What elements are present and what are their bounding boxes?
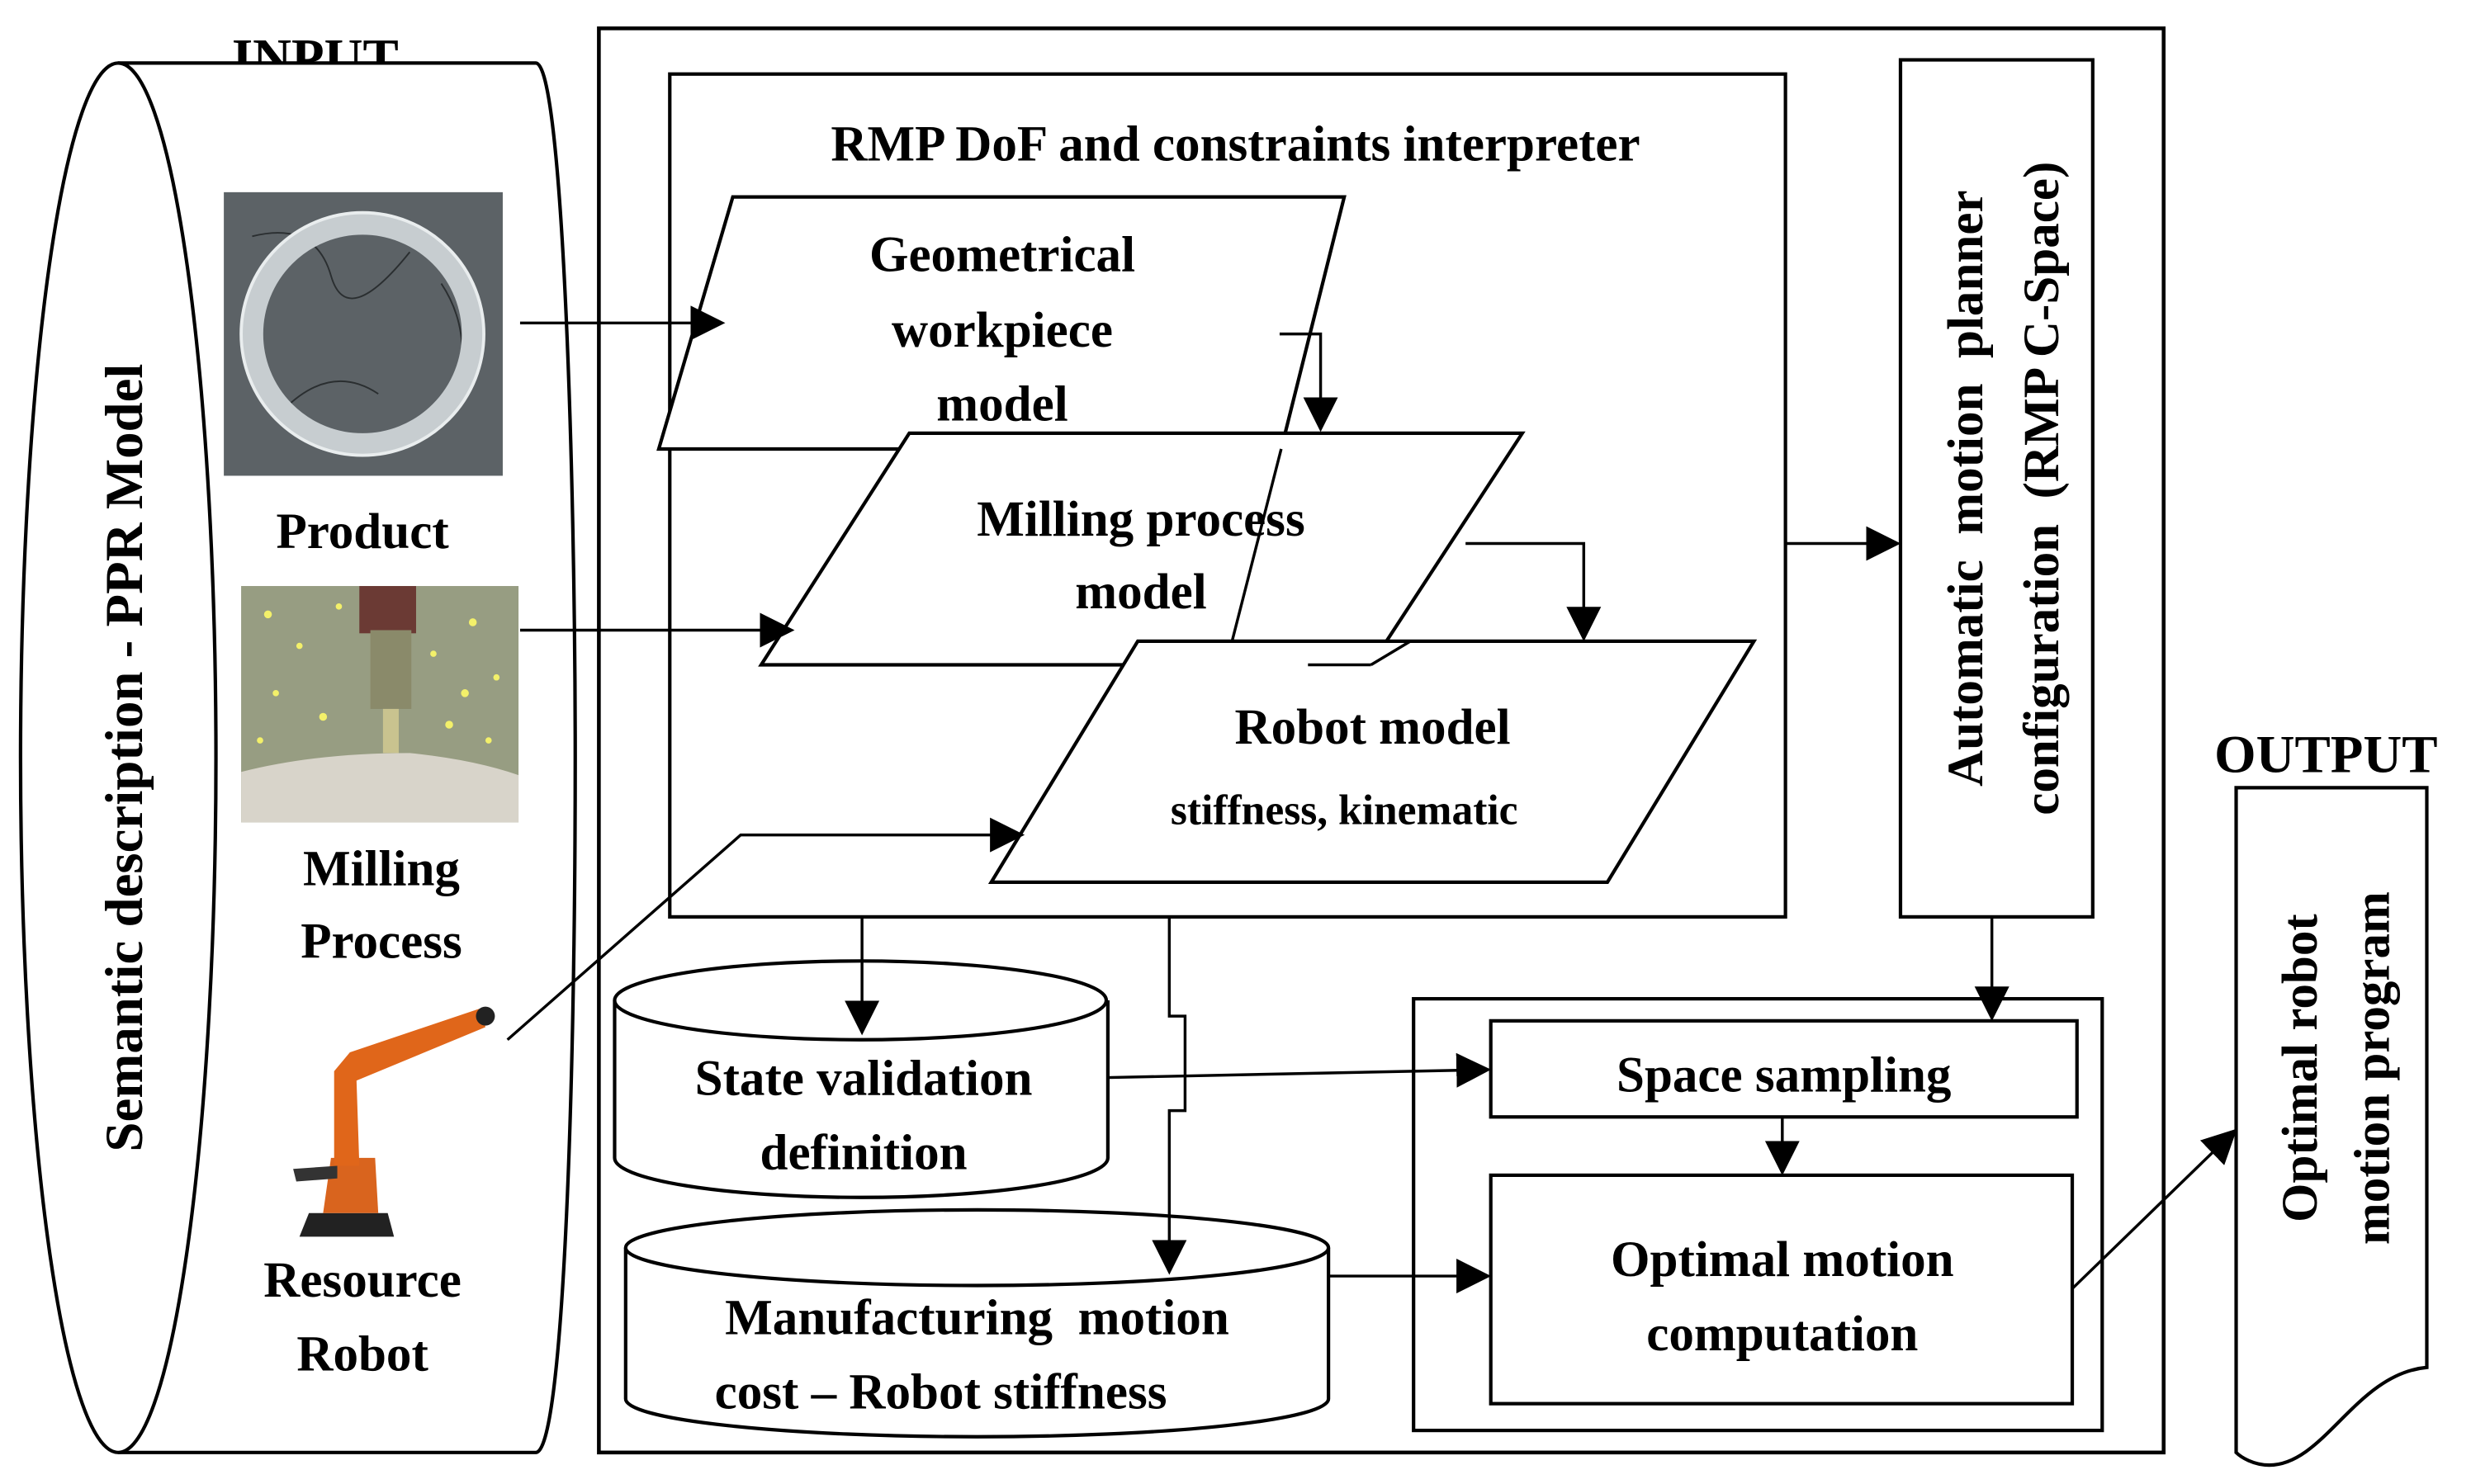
motion-planner-box[interactable] [1898, 58, 2095, 919]
product-image [224, 191, 503, 476]
robot-model-line1: Robot model [1234, 700, 1510, 755]
arrow-interpreter-to-motion-cost [1152, 916, 1187, 1275]
arrow-robot-to-robotmodel [506, 817, 1025, 1042]
space-sampling-label: Space sampling [1617, 1048, 1951, 1104]
state-validation-line1: State validation [695, 1052, 1033, 1107]
arrow-optimal-to-output [2071, 1128, 2237, 1290]
robot-model[interactable] [987, 639, 1758, 884]
robot-image [283, 968, 504, 1258]
output-document[interactable] [2234, 786, 2429, 1467]
optimal-motion-line1: Optimal motion [1611, 1232, 1954, 1288]
optimal-motion-line2: computation [1646, 1307, 1918, 1362]
output-heading: OUTPUT [2214, 725, 2437, 784]
arrow-milling-to-robot [1465, 541, 1602, 642]
geometrical-model-line1: Geometrical [869, 227, 1135, 282]
state-validation-store[interactable] [613, 959, 1110, 1199]
semantic-description-label: Semantic description - PPR Model [95, 364, 154, 1152]
resource-label-line2: Robot [296, 1327, 428, 1382]
optimal-motion-box[interactable] [1489, 1173, 2075, 1406]
arrow-geometry-to-milling [1279, 332, 1338, 432]
milling-label-line2: Process [301, 914, 462, 969]
product-label: Product [276, 504, 449, 560]
milling-model-line2: model [1075, 565, 1206, 620]
milling-process-image [241, 586, 519, 823]
space-sampling-box[interactable] [1489, 1018, 2079, 1119]
milling-model-line1: Milling process [977, 492, 1304, 547]
arrow-state-validation-to-sampling [1107, 1052, 1492, 1088]
motion-cost-line1: Manufacturing motion [725, 1291, 1229, 1346]
state-validation-line2: definition [760, 1125, 968, 1180]
milling-label-line1: Milling [303, 842, 460, 897]
output-line1: Optimal robot [2273, 914, 2328, 1222]
motion-cost-line2: cost – Robot stiffness [715, 1364, 1167, 1420]
interpreter-title: RMP DoF and constraints interpreter [831, 117, 1640, 173]
planner-line1: Automatic motion planner [1938, 190, 1994, 787]
resource-label-line1: Resource [263, 1253, 462, 1308]
geometrical-model-line3: model [936, 377, 1067, 432]
planner-line2: configuration (RMP C-Space) [2014, 162, 2070, 815]
output-line2: motion program [2346, 891, 2401, 1245]
geometrical-model-line2: workpiece [892, 303, 1113, 358]
robot-model-line2: stiffness, kinematic [1171, 787, 1518, 834]
